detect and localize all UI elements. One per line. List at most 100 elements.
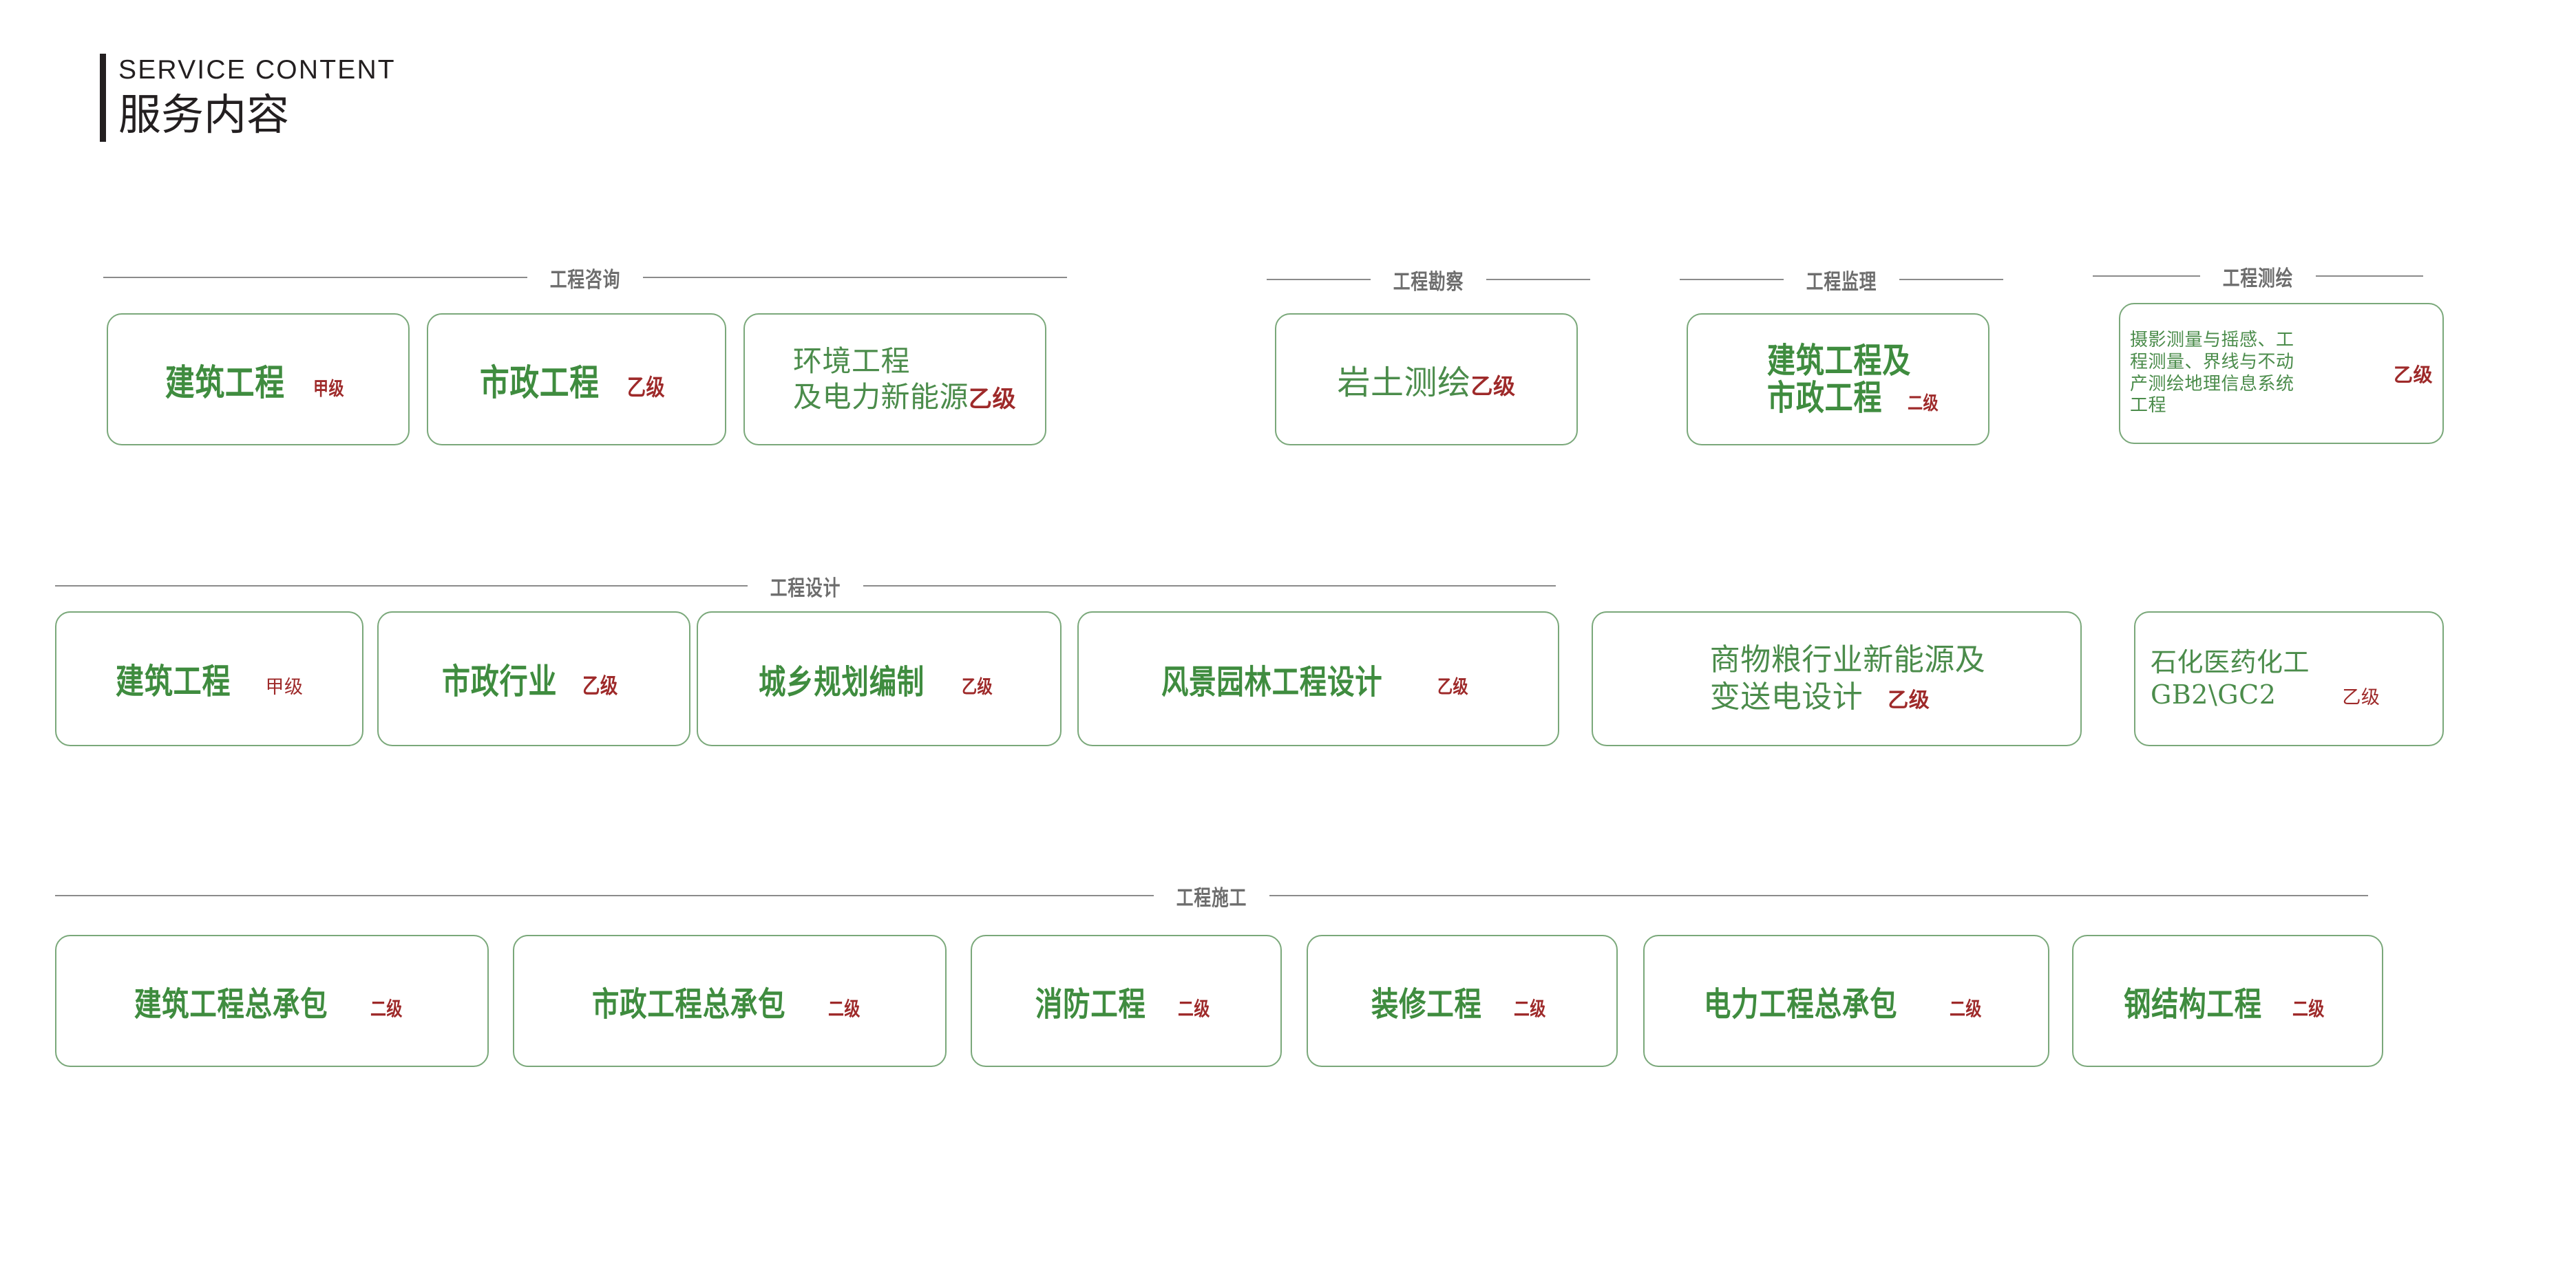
card-title: 电力工程总承包 [1703,986,1898,1023]
page-title-english: SERVICE CONTENT [118,55,396,85]
card-content: 摄影测量与摇感、工 程测量、界线与不动 产测绘地理信息系统 工程 乙级 [2120,330,2442,418]
card-grade: 二级 [1907,393,1939,414]
card-content: 电力工程总承包 二级 [1704,977,1989,1025]
card-construction-general-municipal[interactable]: 市政工程总承包 二级 [513,935,947,1067]
card-grade: 乙级 [1888,688,1930,712]
card-consulting-environment[interactable]: 环境工程 及电力新能源 乙级 [743,313,1046,445]
divider-design: 工程设计 [55,570,1556,602]
card-content: 石化医药化工 GB2\GC2 乙级 [2135,646,2442,711]
divider-rule-right [863,585,1556,587]
card-title: 市政工程 [480,363,600,403]
card-design-municipal[interactable]: 市政行业 乙级 [377,611,690,746]
card-grade: 二级 [1950,998,1982,1020]
card-design-petrochemical[interactable]: 石化医药化工 GB2\GC2 乙级 [2134,611,2444,746]
card-title: 市政工程总承包 [591,986,786,1023]
card-grade: 乙级 [961,677,993,697]
card-construction-decoration[interactable]: 装修工程 二级 [1307,935,1618,1067]
page-header: SERVICE CONTENT 服务内容 [100,54,396,142]
card-grade: 甲级 [313,378,344,399]
section-title-mapping: 工程测绘 [2222,266,2294,291]
card-title-line2: 变送电设计 [1709,679,1864,715]
card-construction-steel-structure[interactable]: 钢结构工程 二级 [2072,935,2383,1067]
card-grade: 乙级 [626,374,665,400]
card-grade: 二级 [370,998,403,1020]
card-title: 城乡规划编制 [759,664,925,701]
divider-construction: 工程施工 [55,880,2368,911]
divider-rule-right [1486,279,1590,280]
card-title-line3: 产测绘地理信息系统 [2130,373,2294,394]
section-title-supervision: 工程监理 [1806,269,1877,294]
divider-rule-right [643,277,1067,278]
card-construction-general-power[interactable]: 电力工程总承包 二级 [1643,935,2049,1067]
card-content: 消防工程 二级 [1035,977,1216,1025]
card-title-line2-row: GB2\GC2 乙级 [2151,679,2442,711]
card-supervision-building-municipal[interactable]: 建筑工程及 市政工程 二级 [1687,313,1989,445]
card-content: 建筑工程 甲级 [116,654,304,704]
card-content: 市政行业 乙级 [442,654,626,704]
card-grade: 乙级 [2393,363,2433,386]
divider-rule-left [2093,275,2200,277]
divider-rule-right [1269,895,2368,896]
card-content: 风景园林工程设计 乙级 [1161,655,1475,703]
card-title-line1: 环境工程 [792,344,910,378]
card-content: 市政工程总承包 二级 [592,977,867,1025]
card-construction-general-building[interactable]: 建筑工程总承包 二级 [55,935,489,1067]
card-consulting-municipal[interactable]: 市政工程 乙级 [427,313,726,445]
card-consulting-construction[interactable]: 建筑工程 甲级 [107,313,410,445]
card-content: 建筑工程总承包 二级 [134,977,410,1025]
section-title-consulting: 工程咨询 [549,267,621,292]
divider-rule-right [2316,275,2423,277]
divider-rule-left [1680,279,1784,280]
card-design-urban-planning[interactable]: 城乡规划编制 乙级 [697,611,1062,746]
card-grade: 乙级 [582,674,618,698]
card-title-line2: 市政工程 [1766,379,1882,417]
divider-rule-left [55,895,1154,896]
card-title-line1: 建筑工程及 [1766,341,1911,380]
card-content: 岩土测绘 乙级 [1337,355,1515,403]
divider-rule-left [103,277,527,278]
section-title-survey: 工程勘察 [1393,269,1464,294]
card-title: 建筑工程 [115,662,231,701]
card-title-line2-row: 市政工程 二级 [1767,379,1945,416]
section-title-design: 工程设计 [770,576,841,600]
card-title-line2: 及电力新能源 [792,380,969,414]
header-text-group: SERVICE CONTENT 服务内容 [118,54,396,142]
card-construction-firefighting[interactable]: 消防工程 二级 [971,935,1282,1067]
card-design-landscape[interactable]: 风景园林工程设计 乙级 [1077,611,1559,746]
card-title-block: 摄影测量与摇感、工 程测量、界线与不动 产测绘地理信息系统 工程 [2130,330,2394,418]
card-mapping-photogrammetry[interactable]: 摄影测量与摇感、工 程测量、界线与不动 产测绘地理信息系统 工程 乙级 [2119,303,2444,444]
divider-consulting: 工程咨询 [103,262,1067,293]
card-content: 装修工程 二级 [1371,977,1552,1025]
card-title: 消防工程 [1035,986,1147,1023]
card-title-line2: GB2\GC2 [2151,679,2277,710]
card-title-line4: 工程 [2130,395,2167,416]
card-title: 岩土测绘 [1337,363,1471,402]
card-content: 环境工程 及电力新能源 乙级 [774,344,1016,416]
section-title-construction: 工程施工 [1176,885,1247,910]
card-title: 风景园林工程设计 [1161,664,1383,701]
divider-mapping: 工程测绘 [2093,260,2423,292]
card-title-line2-row: 及电力新能源 乙级 [793,379,1016,416]
card-survey-geotech[interactable]: 岩土测绘 乙级 [1275,313,1578,445]
card-content: 钢结构工程 二级 [2124,977,2332,1025]
divider-rule-right [1899,279,2003,280]
card-content: 市政工程 乙级 [480,354,673,405]
card-content: 商物粮行业新能源及 变送电设计 乙级 [1688,642,1986,715]
card-title: 建筑工程 [165,363,286,403]
card-grade: 乙级 [1470,373,1516,399]
card-title-line1: 商物粮行业新能源及 [1709,642,1986,678]
card-title: 市政行业 [442,662,558,701]
card-grade: 甲级 [265,677,304,698]
card-grade: 二级 [1513,998,1546,1020]
card-design-energy-power[interactable]: 商物粮行业新能源及 变送电设计 乙级 [1592,611,2082,746]
card-title-line1: 石化医药化工 [2151,646,2310,677]
card-content: 城乡规划编制 乙级 [759,655,999,703]
card-title-line2: 程测量、界线与不动 [2130,351,2294,372]
card-grade: 二级 [2292,998,2325,1020]
card-grade: 乙级 [2342,687,2380,708]
card-title-line2-row: 变送电设计 乙级 [1710,679,1930,716]
divider-rule-left [1267,279,1371,280]
page-title-chinese: 服务内容 [118,92,290,139]
divider-rule-left [55,585,748,587]
card-design-building[interactable]: 建筑工程 甲级 [55,611,363,746]
